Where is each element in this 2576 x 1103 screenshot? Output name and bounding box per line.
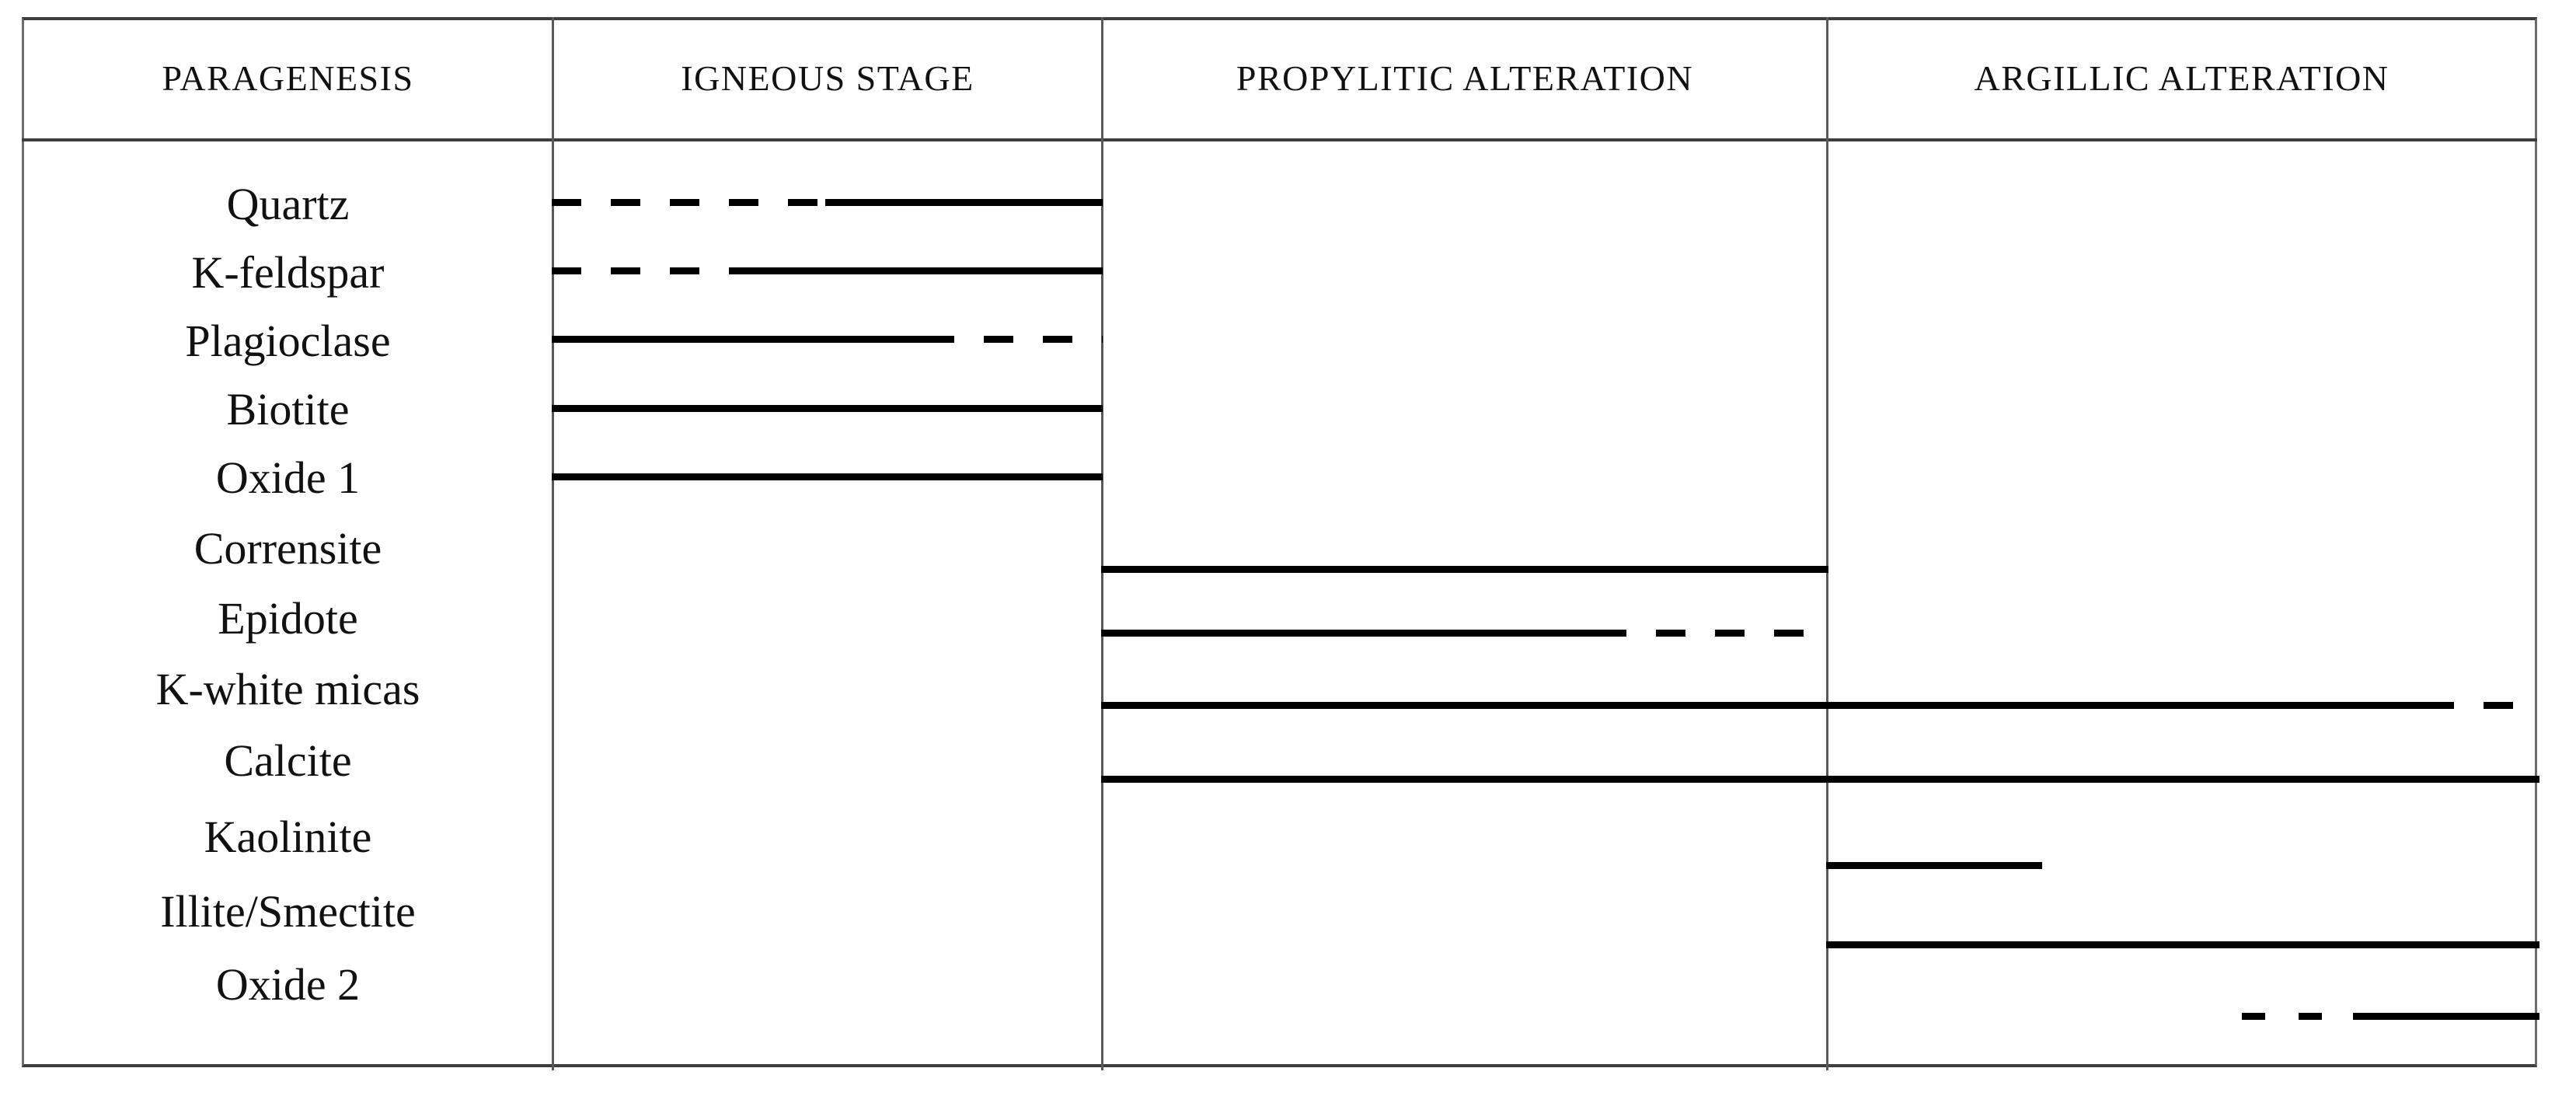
- mineral-label-illite-smectite: Illite/Smectite: [160, 886, 416, 937]
- table-border: [22, 17, 2537, 1067]
- paragenesis-label-column: Quartz K-feldspar Plagioclase Biotite Ox…: [24, 141, 552, 1064]
- header-separator-rule: [22, 138, 2537, 141]
- mineral-label-k-feldspar: K-feldspar: [191, 247, 385, 298]
- mineral-label-plagioclase: Plagioclase: [185, 316, 391, 366]
- mineral-label-calcite: Calcite: [224, 735, 352, 786]
- column-divider-2: [1101, 17, 1103, 1070]
- column-divider-1: [552, 17, 554, 1070]
- column-header-paragenesis: PARAGENESIS: [162, 58, 414, 98]
- mineral-label-corrensite: Corrensite: [193, 523, 382, 574]
- column-header-igneous-stage: IGNEOUS STAGE: [681, 58, 974, 98]
- mineral-label-oxide-1: Oxide 1: [215, 452, 361, 503]
- mineral-label-k-white-micas: K-white micas: [155, 664, 420, 714]
- mineral-label-biotite: Biotite: [226, 384, 350, 435]
- column-header-propylitic-alteration: PROPYLITIC ALTERATION: [1236, 58, 1694, 98]
- mineral-label-quartz: Quartz: [226, 179, 350, 229]
- mineral-label-epidote: Epidote: [218, 593, 358, 644]
- column-header-argillic-alteration: ARGILLIC ALTERATION: [1974, 58, 2390, 98]
- mineral-label-kaolinite: Kaolinite: [204, 812, 372, 862]
- column-divider-3: [1826, 17, 1828, 1070]
- mineral-label-oxide-2: Oxide 2: [215, 959, 361, 1010]
